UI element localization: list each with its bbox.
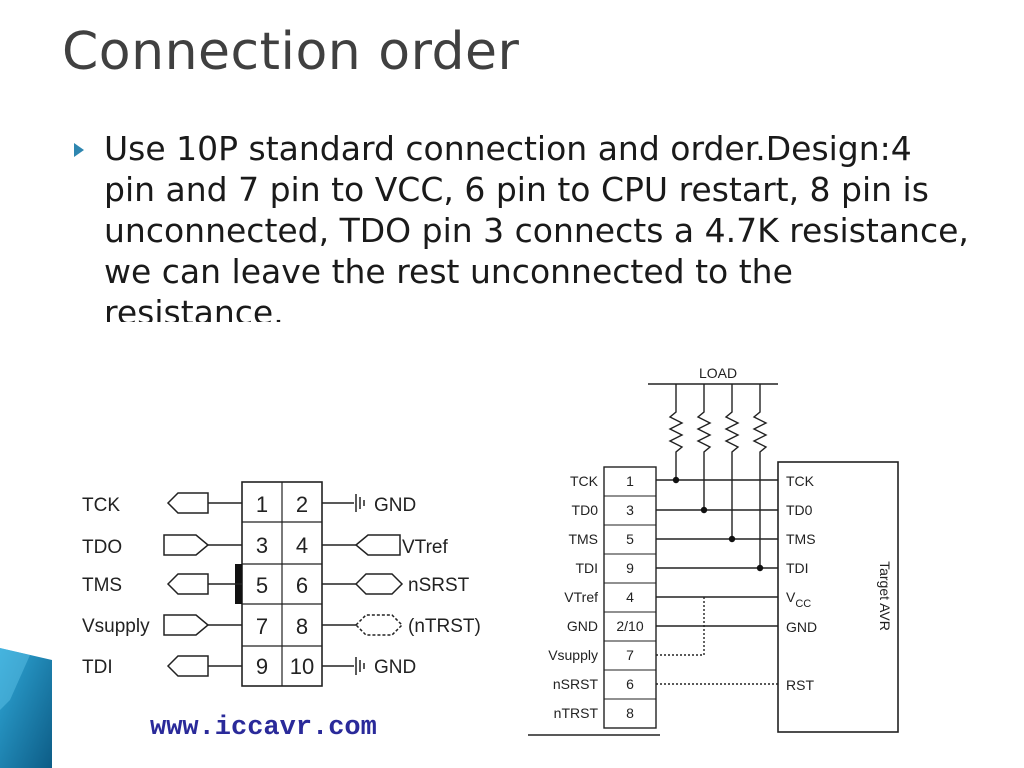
target-avr-label: Target AVR <box>877 561 893 631</box>
load-label: LOAD <box>699 365 737 381</box>
source-url: www.iccavr.com <box>150 713 377 743</box>
signal-label: VTref <box>564 589 598 605</box>
pin-number: 3 <box>256 533 268 558</box>
signal-label: TMS <box>568 531 598 547</box>
pin-number: 4 <box>296 533 308 558</box>
input-connector-icon <box>166 655 209 677</box>
signal-label: TD0 <box>572 502 599 518</box>
signal-label: TDI <box>82 657 113 678</box>
vcc-main: V <box>786 589 796 605</box>
pin-number: 8 <box>626 705 634 721</box>
pin-number: 5 <box>256 573 268 598</box>
target-avr-wiring-diagram: LOAD TCK TD0 TMS TDI VTref GND Vsupply n… <box>528 365 899 736</box>
pin-number: 2/10 <box>616 618 643 634</box>
input-connector-icon <box>354 534 401 556</box>
pin-number: 5 <box>626 531 634 547</box>
signal-label: (nTRST) <box>408 616 481 637</box>
pin-number: 9 <box>256 654 268 679</box>
signal-label: TDI <box>575 560 598 576</box>
input-connector-icon <box>166 573 209 595</box>
signal-label: nSRST <box>553 676 599 692</box>
target-pin-label: TD0 <box>786 502 813 518</box>
pin-number: 8 <box>296 614 308 639</box>
pin-number: 7 <box>626 647 634 663</box>
ground-icon <box>355 657 365 675</box>
pin-number: 1 <box>256 492 268 517</box>
bullet-item: Use 10P standard connection and order.De… <box>72 128 972 322</box>
signal-label: nSRST <box>408 575 470 596</box>
junction-dots <box>672 476 764 572</box>
target-pin-label: TMS <box>786 531 816 547</box>
pin-number: 4 <box>626 589 634 605</box>
slide-title: Connection order <box>62 22 520 82</box>
pin-number: 10 <box>290 654 314 679</box>
target-pin-label: RST <box>786 677 814 693</box>
signal-label: TMS <box>82 575 122 596</box>
pin-number: 7 <box>256 614 268 639</box>
target-pin-label: TCK <box>786 473 815 489</box>
bidirectional-connector-icon <box>354 573 404 595</box>
signal-label: nTRST <box>554 705 599 721</box>
signal-label: Vsupply <box>548 647 598 663</box>
signal-label: TDO <box>82 537 122 558</box>
signal-label: Vsupply <box>82 616 150 637</box>
resistor-icon <box>668 384 768 568</box>
signal-label: TCK <box>570 473 599 489</box>
signal-label: VTref <box>402 537 448 558</box>
signal-label: GND <box>374 657 416 678</box>
bullet-text: Use 10P standard connection and order.De… <box>104 129 969 322</box>
target-pin-label: VCC <box>786 589 811 610</box>
pin-number: 3 <box>626 502 634 518</box>
target-avr-box <box>777 461 899 733</box>
input-connector-icon <box>166 492 209 514</box>
pin-table <box>603 466 657 729</box>
optional-connector-icon <box>354 614 404 636</box>
signal-label: GND <box>374 495 416 516</box>
pin-number: 2 <box>296 492 308 517</box>
ground-icon <box>355 494 365 512</box>
target-pin-label: GND <box>786 619 817 635</box>
pin-number: 6 <box>626 676 634 692</box>
signal-label: GND <box>567 618 598 634</box>
corner-decoration <box>0 648 52 768</box>
bullet-arrow-icon <box>74 143 84 157</box>
target-pin-label: TDI <box>786 560 809 576</box>
vcc-subscript: CC <box>795 598 811 610</box>
pin-number: 1 <box>626 473 634 489</box>
output-connector-icon <box>163 614 210 636</box>
signal-label: TCK <box>82 495 120 516</box>
pin-number: 6 <box>296 573 308 598</box>
pin-number: 9 <box>626 560 634 576</box>
jtag-header-diagram: 1 3 5 7 9 2 4 6 8 10 TCK TDO TMS Vsupply… <box>82 481 481 743</box>
output-connector-icon <box>163 534 210 556</box>
